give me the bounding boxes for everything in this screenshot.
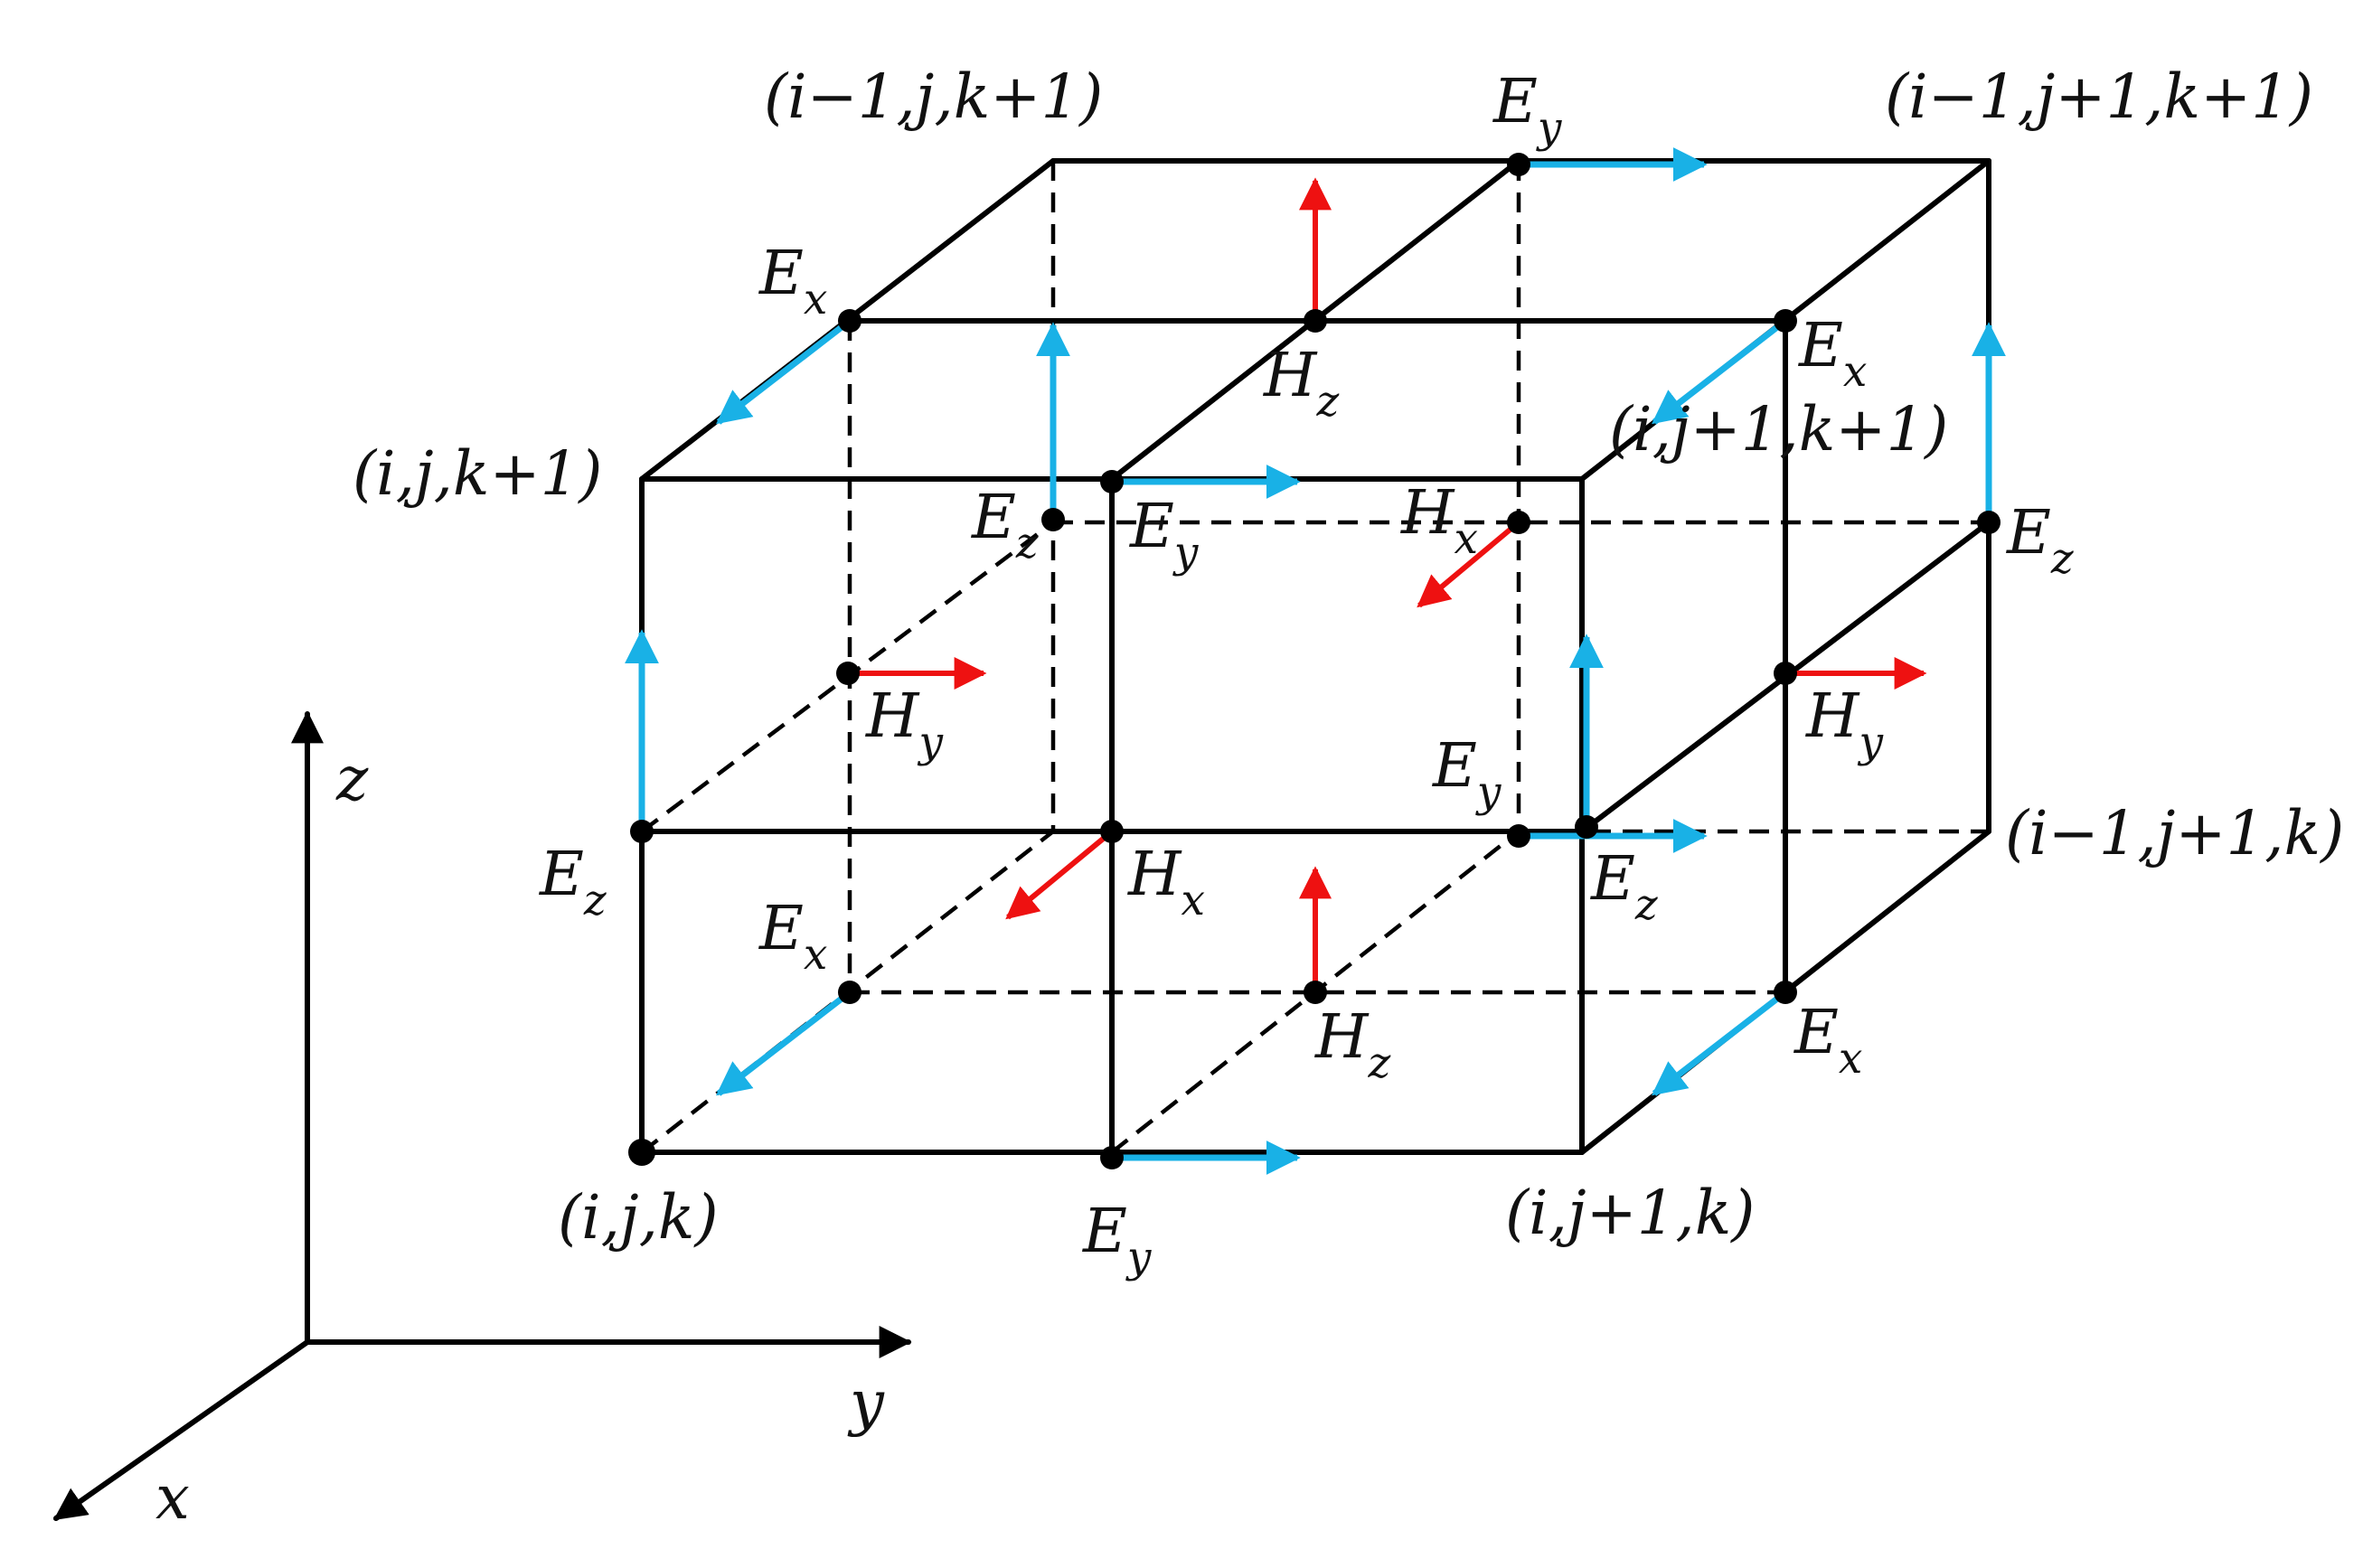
hx-arrow: [1417, 520, 1520, 608]
ex-arrow: [716, 990, 852, 1096]
label-hy: Hy: [1804, 681, 1884, 767]
corner-label-i-j-k: (i,j,k): [558, 1182, 719, 1253]
hx-arrow: [1005, 829, 1114, 920]
field-labels: Ey Ex Hz Ex Ez Ey Hx Ez Hy Hy Ey Ez Hx E…: [538, 66, 2074, 1282]
y-axis-label: y: [847, 1367, 885, 1438]
label-hx: Hx: [1126, 839, 1205, 925]
label-ex: Ex: [758, 893, 827, 980]
label-ez: Ez: [970, 482, 1039, 568]
x-axis-label: x: [155, 1462, 190, 1533]
label-ex: Ex: [1797, 310, 1867, 397]
corner-labels: (i,j+1,k) (i,j,k) (i,j,k+1) (i,j+1,k+1) …: [353, 61, 2344, 1253]
corner-label-im1-jp1-kp1: (i−1,j+1,k+1): [1885, 61, 2313, 132]
label-ey: Ey: [1431, 730, 1502, 817]
ex-arrow: [1652, 990, 1788, 1096]
cell-grid-edges: [639, 158, 1991, 1155]
label-ex: Ex: [758, 238, 827, 324]
label-ey: Ey: [1081, 1196, 1153, 1282]
label-hz: Hz: [1313, 1001, 1390, 1088]
x-axis: [53, 1339, 310, 1521]
electric-field-vectors: [625, 147, 2006, 1175]
coordinate-axes: z y x: [53, 710, 912, 1533]
grid-nodes: [628, 153, 2001, 1169]
label-hz: Hz: [1262, 340, 1339, 427]
ex-arrow: [716, 318, 852, 425]
corner-label-i-j-kp1: (i,j,k+1): [353, 438, 602, 509]
ex-arrow: [1652, 318, 1788, 425]
label-ez: Ez: [2005, 497, 2074, 584]
corner-label-im1-j-kp1: (i−1,j,k+1): [764, 61, 1103, 132]
label-ey: Ey: [1128, 491, 1200, 577]
label-hx: Hx: [1399, 477, 1478, 564]
label-ey: Ey: [1492, 66, 1563, 153]
label-ex: Ex: [1793, 997, 1862, 1084]
magnetic-field-vectors: [848, 177, 1927, 992]
corner-label-i-jp1-k: (i,j+1,k): [1505, 1178, 1755, 1248]
label-hy: Hy: [864, 681, 944, 767]
label-ez: Ez: [538, 839, 607, 925]
corner-label-im1-jp1-k: (i−1,j+1,k): [2005, 798, 2344, 869]
label-ez: Ez: [1589, 843, 1658, 930]
z-axis-label: z: [335, 744, 369, 814]
corner-label-i-jp1-kp1: (i,j+1,k+1): [1609, 394, 1948, 465]
